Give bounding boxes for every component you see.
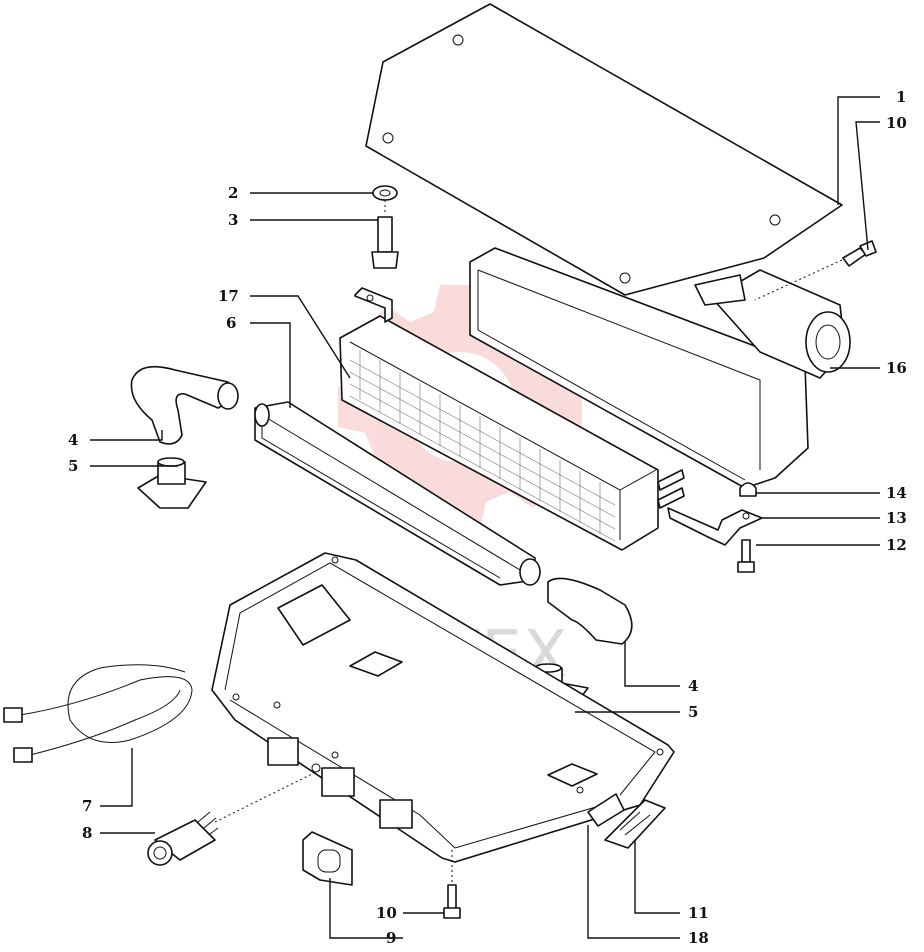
washer (372, 185, 398, 201)
callout-5: 5 (68, 457, 78, 475)
mounting-bracket (667, 507, 763, 546)
callout-6: 6 (226, 314, 236, 332)
callout-17: 17 (218, 287, 239, 305)
callout-2: 2 (228, 184, 238, 202)
hose-upper (130, 365, 237, 445)
core-bracket-top (354, 287, 393, 323)
screw-10-lower (443, 884, 461, 919)
callout-1: 1 (896, 88, 906, 106)
callout-3: 3 (228, 211, 238, 229)
cover-plate (365, 3, 843, 296)
callout-10-lower: 10 (376, 904, 397, 922)
tray-opening-upper (277, 584, 351, 646)
air-duct (254, 401, 541, 586)
heater-housing (469, 247, 851, 489)
callout-11: 11 (688, 904, 709, 922)
hose-lower (547, 577, 633, 645)
callout-7: 7 (82, 797, 92, 815)
leader-dashed-8 (214, 769, 321, 823)
bolt (371, 216, 399, 269)
leader-lines (90, 96, 880, 939)
switch-cover (302, 831, 353, 886)
callout-18: 18 (688, 929, 709, 947)
screw-10-upper (842, 240, 877, 267)
callout-10: 10 (886, 114, 907, 132)
callout-8: 8 (82, 824, 92, 842)
callout-5-lower: 5 (688, 703, 698, 721)
callout-14: 14 (886, 484, 907, 502)
callout-13: 13 (886, 509, 907, 527)
screw-12 (737, 539, 755, 573)
grille (604, 799, 666, 849)
callout-16: 16 (886, 359, 907, 377)
leader-dashed-10 (754, 259, 843, 301)
callout-9: 9 (386, 929, 396, 947)
heater-core (339, 315, 685, 551)
cap-nut (739, 482, 757, 497)
switch (147, 811, 219, 866)
callout-4: 4 (68, 431, 78, 449)
wire-harness (3, 664, 193, 763)
base-tray (211, 552, 675, 863)
heater-core-fins (349, 350, 616, 542)
grommet-upper (137, 457, 207, 509)
callout-12: 12 (886, 536, 907, 554)
callout-4-lower: 4 (688, 677, 698, 695)
